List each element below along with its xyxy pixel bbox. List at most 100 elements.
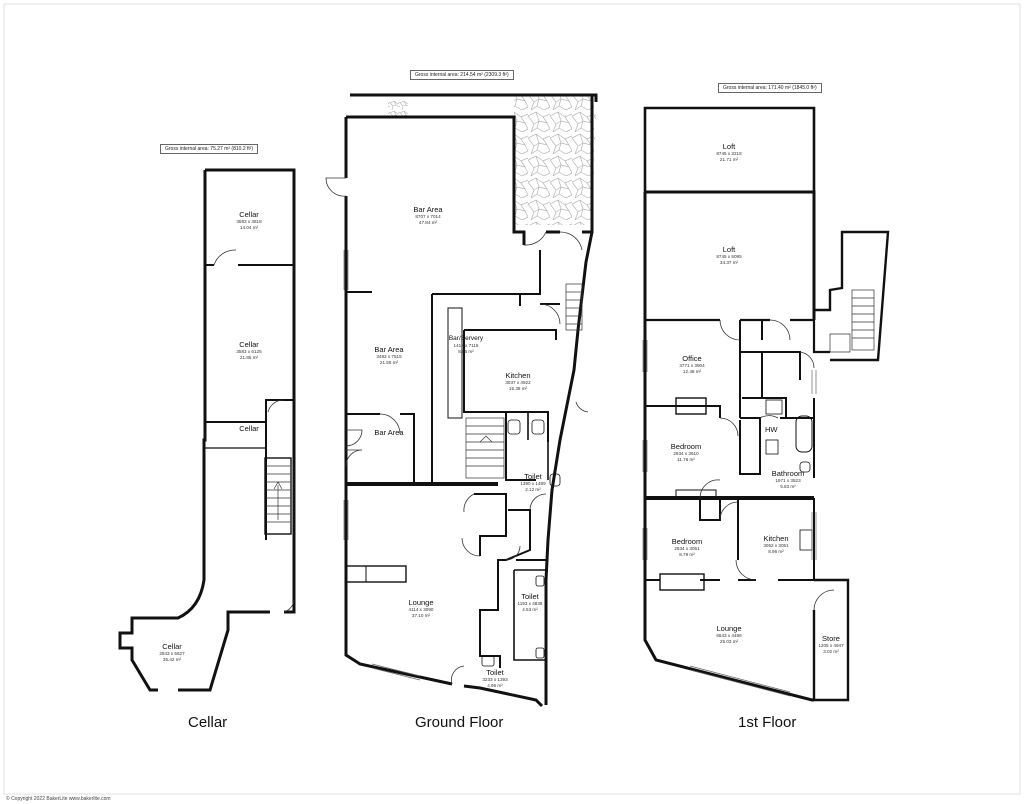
room-area: 8.96 m² xyxy=(768,548,784,554)
room-dimensions: 3052 x 3051 xyxy=(763,543,789,548)
room-area: 15.38 m² xyxy=(508,385,528,391)
ground-floor-label: Ground Floor xyxy=(415,714,504,731)
room-area: 37.10 m² xyxy=(411,612,431,618)
room-name: Toilet xyxy=(521,592,539,601)
room-name: Toilet xyxy=(524,472,542,481)
ground-floor-door-swings xyxy=(325,177,589,685)
room-label-cellar-2: Cellar 3583 x 6125 21.85 m² xyxy=(236,340,261,360)
first-floor-fixtures xyxy=(659,397,813,591)
room-label-loft-2: Loft 8745 x 5095 34.37 m² xyxy=(716,245,741,265)
room-label-bedroom-2: Bedroom 2634 x 3051 8.79 m² xyxy=(672,537,702,557)
first-floor-gross-area: Gross internal area: 171.40 m² (1845.0 f… xyxy=(718,83,822,93)
room-dimensions: 3771 x 3904 xyxy=(679,363,705,368)
room-dimensions: 8745 x 5095 xyxy=(716,254,742,259)
room-area: 21.85 m² xyxy=(239,354,259,360)
room-area: 8.79 m² xyxy=(679,551,695,557)
first-floor-walls xyxy=(643,106,890,702)
room-label-store: Store 1205 x 4947 3.02 m² xyxy=(818,634,843,654)
room-name: Kitchen xyxy=(763,534,789,543)
room-label-lounge-gf: Lounge 4114 x 3090 37.10 m² xyxy=(408,598,433,618)
ground-floor-paving xyxy=(388,95,596,225)
room-name: Bedroom xyxy=(671,537,703,546)
room-name: Loft xyxy=(722,142,736,151)
ground-floor-gross-area: Gross internal area: 214.54 m² (2309.3 f… xyxy=(410,70,514,80)
room-area: 25.03 m² xyxy=(719,638,739,644)
room-dimensions: 2843 x 5627 xyxy=(159,651,185,656)
room-dimensions: 2934 x 3610 xyxy=(673,451,699,456)
room-name: Bar/Servery xyxy=(448,335,484,342)
room-area: 8.96 m² xyxy=(458,348,474,354)
room-label-kitchen-gf: Kitchen 3037 x 4922 15.38 m² xyxy=(505,371,530,391)
room-name: Cellar xyxy=(239,210,259,219)
room-name: Loft xyxy=(722,245,736,254)
room-label-bar-area-3: Bar Area xyxy=(374,428,403,437)
room-dimensions: 1390 x 1489 xyxy=(520,481,546,486)
ground-floor-windows xyxy=(343,250,421,681)
room-dimensions: 2634 x 3051 xyxy=(674,546,700,551)
room-dimensions: 3233 x 1393 xyxy=(482,677,508,682)
room-name: Cellar xyxy=(239,424,259,433)
room-area: 21.71 m² xyxy=(719,156,739,162)
room-area: 4.53 m² xyxy=(522,606,538,612)
room-area: 12.48 m² xyxy=(682,368,702,374)
room-label-cellar-small: Cellar xyxy=(239,424,259,433)
room-dimensions: 3037 x 4922 xyxy=(505,380,531,385)
room-dimensions: 1205 x 4947 xyxy=(818,643,844,648)
ground-floor-walls xyxy=(344,93,598,708)
room-dimensions: 4114 x 3090 xyxy=(408,607,434,612)
room-area: 5.83 m² xyxy=(780,483,796,489)
first-floor-door-swings xyxy=(699,319,835,611)
ground-floor-stairs xyxy=(465,283,583,479)
room-dimensions: 6543 x 4496 xyxy=(716,633,742,638)
room-area: 34.37 m² xyxy=(719,259,739,265)
room-name: Bar Area xyxy=(413,205,443,214)
cellar-plan xyxy=(118,168,296,692)
room-label-bar-area-1: Bar Area 8707 x 7014 47.84 m² xyxy=(413,205,442,225)
room-dimensions: 3583 x 6125 xyxy=(236,349,262,354)
room-name: Bar Area xyxy=(374,428,404,437)
room-label-bathroom: Bathroom 1971 x 3523 5.83 m² xyxy=(772,469,805,489)
room-area: 11.76 m² xyxy=(677,456,695,462)
room-dimensions: 8707 x 7014 xyxy=(415,214,441,219)
room-label-cellar-3: Cellar 2843 x 5627 35.42 m² xyxy=(159,642,184,662)
room-name: Store xyxy=(822,634,840,643)
room-dimensions: 3493 x 7515 xyxy=(376,354,402,359)
room-name: Bathroom xyxy=(771,469,805,478)
first-floor-stairs xyxy=(829,289,875,353)
copyright-notice: © Copyright 2022 BakerLite www.bakerlite… xyxy=(6,796,111,802)
room-area: 3.02 m² xyxy=(823,648,839,654)
room-dimensions: 1412 x 7115 xyxy=(453,343,479,348)
ground-floor-fixtures xyxy=(345,307,561,667)
room-name: Lounge xyxy=(408,598,434,607)
room-label-lounge-ff: Lounge 6543 x 4496 25.03 m² xyxy=(716,624,741,644)
room-label-office: Office 3771 x 3904 12.48 m² xyxy=(679,354,704,374)
room-label-bedroom-1: Bedroom 2934 x 3610 11.76 m² xyxy=(671,442,701,462)
cellar-floor-label: Cellar xyxy=(188,714,228,731)
room-name: Office xyxy=(682,354,702,363)
room-area: 4.96 m² xyxy=(487,682,503,688)
room-label-toilet-3: Toilet 3233 x 1393 4.96 m² xyxy=(482,668,507,688)
room-label-bar-servery: Bar/Servery 1412 x 7115 8.96 m² xyxy=(449,334,483,354)
room-name: Bedroom xyxy=(670,442,702,451)
cellar-door-swings xyxy=(213,249,295,613)
room-label-toilet-2: Toilet 1193 x 4838 4.53 m² xyxy=(518,592,543,612)
room-label-bar-area-2: Bar Area 3493 x 7515 21.55 m² xyxy=(374,345,403,365)
first-floor-label: 1st Floor xyxy=(738,714,797,731)
room-label-toilet-1: Toilet 1390 x 1489 2.12 m² xyxy=(520,472,545,492)
cellar-stairs xyxy=(266,465,290,523)
room-label-kitchen-ff: Kitchen 3052 x 3051 8.96 m² xyxy=(763,534,788,554)
room-area: 2.12 m² xyxy=(525,486,541,492)
room-dimensions: 8745 x 3218 xyxy=(716,151,742,156)
room-dimensions: 1193 x 4838 xyxy=(517,601,543,606)
room-name: Cellar xyxy=(239,340,259,349)
room-name: Cellar xyxy=(162,642,182,651)
room-area: 21.55 m² xyxy=(379,359,399,365)
room-name: Lounge xyxy=(716,624,742,633)
first-floor-windows xyxy=(642,340,817,697)
room-area: 14.04 m² xyxy=(239,224,259,230)
room-name: Kitchen xyxy=(505,371,531,380)
room-dimensions: 1971 x 3523 xyxy=(775,478,801,483)
cellar-gross-area: Gross internal area: 75.27 m² (810.2 ft²… xyxy=(160,144,259,154)
room-dimensions: 3583 x 3818 xyxy=(236,219,262,224)
